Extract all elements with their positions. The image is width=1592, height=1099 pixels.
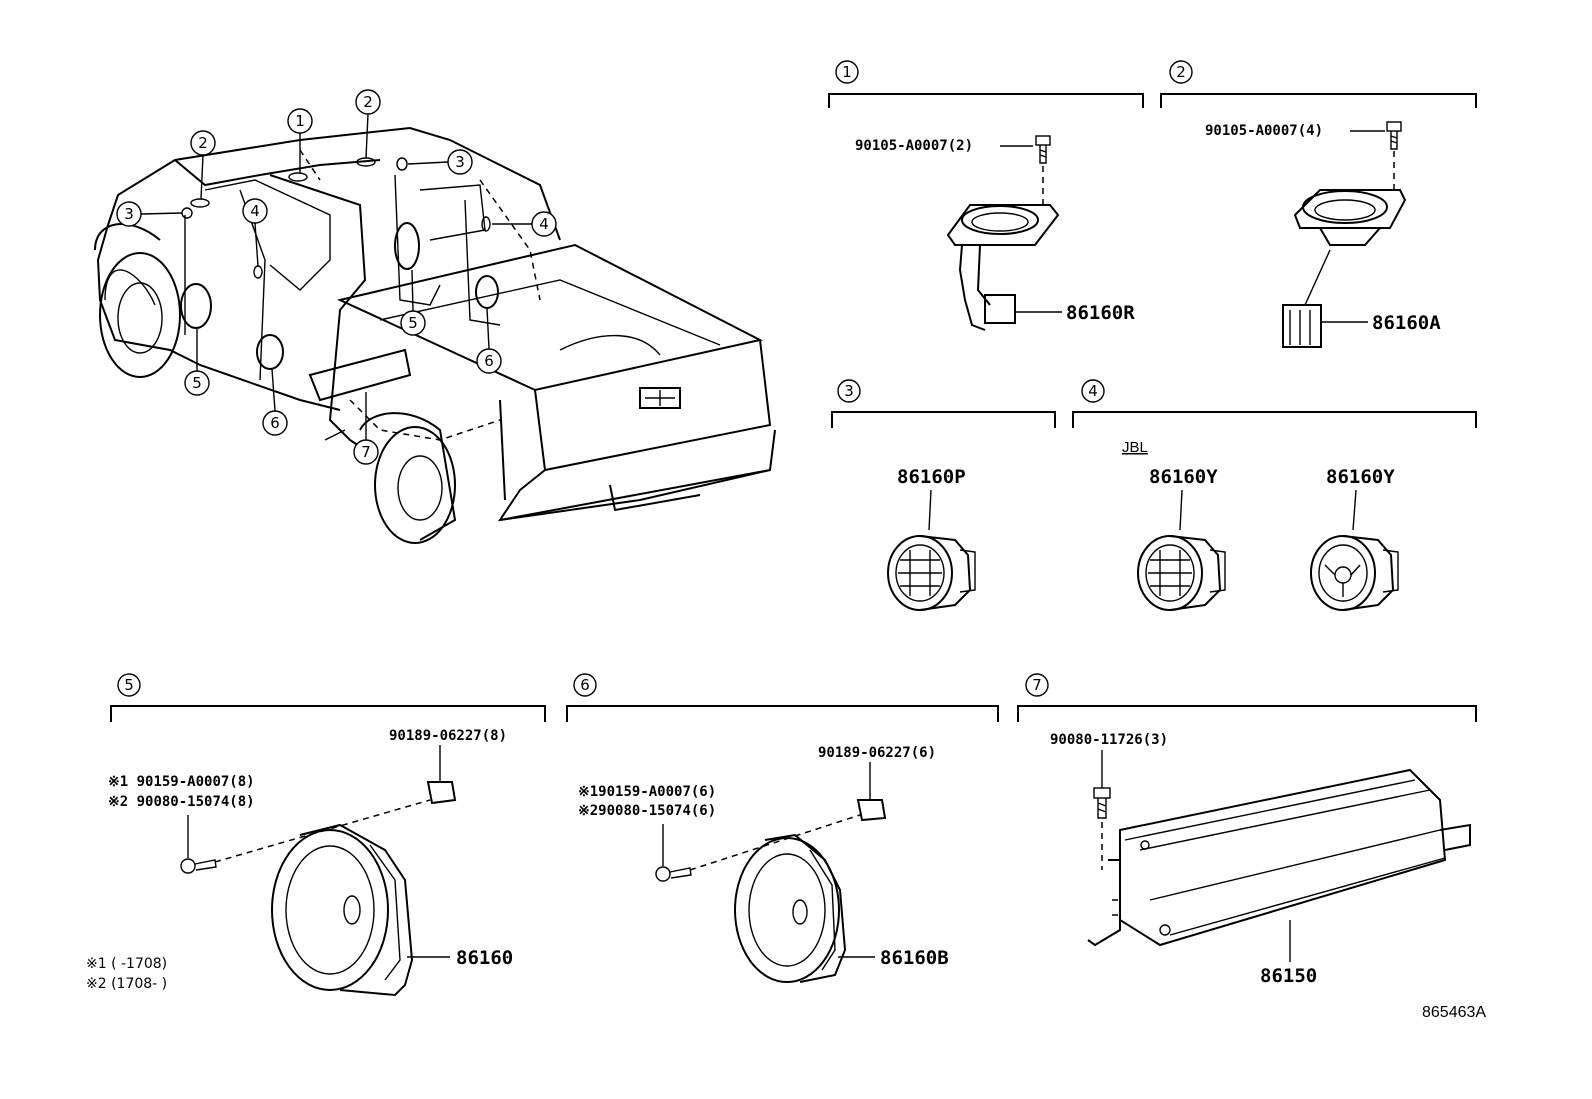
callout-3-front: 3 <box>116 201 142 227</box>
group-4-speaker-a-part: 86160Y <box>1149 466 1218 488</box>
group-7-amplifier-part: 86150 <box>1260 965 1317 987</box>
group-1-number: 1 <box>842 63 852 81</box>
svg-text:4: 4 <box>250 202 260 220</box>
callout-5-rear: 5 <box>400 310 426 336</box>
group-5-screw1-part: ※1 90159-A0007(8) <box>108 774 255 790</box>
group-4: 4 JBL 86160Y 86160Y <box>1072 379 1477 611</box>
callout-6-front: 6 <box>262 410 288 436</box>
clip-icon <box>856 799 887 822</box>
group-7: 7 90080-11726(3) 86150 <box>1017 673 1477 987</box>
group-6-screw1-part: ※190159-A0007(6) <box>578 784 716 800</box>
group-5-speaker-part: 86160 <box>456 947 513 969</box>
svg-text:4: 4 <box>539 215 549 233</box>
speaker-86160-icon <box>271 823 414 997</box>
callout-6-rear: 6 <box>476 348 502 374</box>
group-5-note-2: ※2 (1708- ) <box>86 976 167 992</box>
group-6: 6 90189-06227(6) ※190159-A0007(6) ※29008… <box>566 673 999 983</box>
svg-text:2: 2 <box>363 93 373 111</box>
svg-text:1: 1 <box>295 112 305 130</box>
group-6-clip-part: 90189-06227(6) <box>818 745 936 761</box>
screw-icon <box>1035 135 1051 164</box>
group-2-screw-part: 90105-A0007(4) <box>1205 123 1323 139</box>
truck-callouts: 1 2 2 3 3 4 4 5 5 6 6 7 <box>116 89 557 465</box>
group-5-clip-part: 90189-06227(8) <box>389 728 507 744</box>
bolt-icon <box>1093 787 1111 819</box>
screw-icon <box>655 866 692 882</box>
group-3-number: 3 <box>844 382 854 400</box>
svg-text:5: 5 <box>408 314 418 332</box>
svg-text:2: 2 <box>198 134 208 152</box>
group-4-number: 4 <box>1088 382 1098 400</box>
callout-4-rear: 4 <box>531 211 557 237</box>
tweeter-86160R-icon <box>946 204 1060 331</box>
group-7-bolt-part: 90080-11726(3) <box>1050 732 1168 748</box>
svg-text:6: 6 <box>484 352 494 370</box>
group-1: 1 90105-A0007(2) 86160R <box>828 60 1144 331</box>
svg-text:3: 3 <box>455 153 465 171</box>
diagram-reference-number: 865463A <box>1422 1004 1486 1021</box>
group-5: 5 90189-06227(8) ※1 90159-A0007(8) ※2 90… <box>86 673 546 997</box>
group-7-number: 7 <box>1032 676 1042 694</box>
tweeter-86160Y-icon <box>1137 535 1226 611</box>
group-4-brand: JBL <box>1122 439 1148 456</box>
callout-4-front: 4 <box>242 198 268 224</box>
speaker-86160B-icon <box>734 833 847 983</box>
callout-2-front: 2 <box>190 130 216 156</box>
callout-5-front: 5 <box>184 370 210 396</box>
group-1-screw-part: 90105-A0007(2) <box>855 138 973 154</box>
svg-text:5: 5 <box>192 374 202 392</box>
group-1-speaker-part: 86160R <box>1066 302 1135 324</box>
amplifier-86150-icon <box>1087 768 1471 947</box>
group-3: 3 86160P <box>831 379 1056 611</box>
screw-icon <box>180 858 217 874</box>
tweeter-86160P-icon <box>887 535 976 611</box>
svg-text:6: 6 <box>270 414 280 432</box>
svg-text:3: 3 <box>124 205 134 223</box>
group-3-speaker-part: 86160P <box>897 466 966 488</box>
clip-icon <box>426 781 457 805</box>
group-6-number: 6 <box>580 676 590 694</box>
group-5-screw2-part: ※2 90080-15074(8) <box>108 794 255 810</box>
group-5-number: 5 <box>124 676 134 694</box>
svg-text:7: 7 <box>361 443 371 461</box>
group-2-number: 2 <box>1176 63 1186 81</box>
group-2-speaker-part: 86160A <box>1372 312 1441 334</box>
callout-3-rear: 3 <box>447 149 473 175</box>
callout-1-top: 1 <box>287 108 313 134</box>
group-6-speaker-part: 86160B <box>880 947 949 969</box>
screw-icon <box>1386 121 1402 150</box>
tweeter-86160A-icon <box>1282 189 1407 348</box>
truck-leader-lines <box>140 113 532 440</box>
group-6-screw2-part: ※290080-15074(6) <box>578 803 716 819</box>
callout-7: 7 <box>353 439 379 465</box>
group-2: 2 90105-A0007(4) 86160A <box>1160 60 1477 348</box>
group-4-speaker-b-part: 86160Y <box>1326 466 1395 488</box>
group-5-note-1: ※1 ( -1708) <box>86 956 167 972</box>
callout-2-rear: 2 <box>355 89 381 115</box>
tweeter-86160Y-grille-icon <box>1310 535 1399 611</box>
